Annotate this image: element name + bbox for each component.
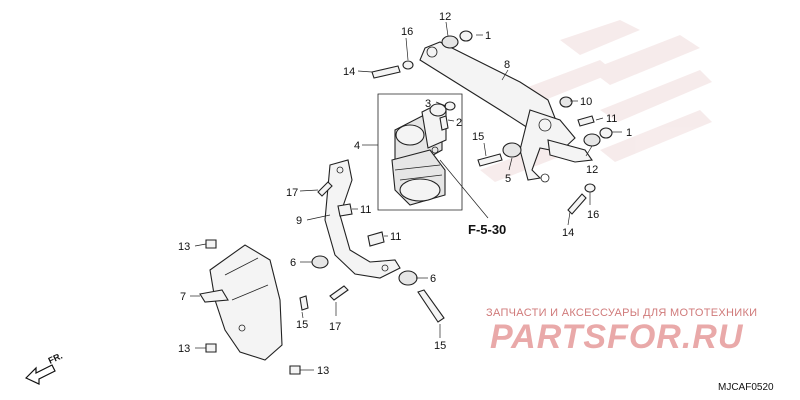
front-arrow-icon <box>24 364 56 385</box>
callout-12: 12 <box>586 164 598 176</box>
callout-4: 4 <box>354 140 360 152</box>
callouts: 1 1 2 3 4 5 6 6 7 8 9 10 11 11 11 12 12 … <box>178 11 632 377</box>
callout-16: 16 <box>401 26 413 38</box>
callout-15: 15 <box>296 319 308 331</box>
callout-11: 11 <box>390 231 401 243</box>
callout-2: 2 <box>456 117 462 129</box>
watermark-tagline: ЗАПЧАСТИ И АКСЕССУАРЫ ДЛЯ МОТОТЕХНИКИ <box>486 307 757 319</box>
callout-12: 12 <box>439 11 451 23</box>
callout-14: 14 <box>343 66 355 78</box>
callout-5: 5 <box>505 173 511 185</box>
cover-part-7 <box>199 244 283 361</box>
hardware <box>205 30 613 375</box>
callout-1: 1 <box>626 127 632 139</box>
callout-8: 8 <box>504 59 510 71</box>
callout-14: 14 <box>562 227 574 239</box>
callout-3: 3 <box>425 98 431 110</box>
callout-11: 11 <box>606 113 617 125</box>
callout-9: 9 <box>296 215 302 227</box>
callout-15: 15 <box>472 131 484 143</box>
callout-17: 17 <box>329 321 341 333</box>
diagram-code: MJCAF0520 <box>718 382 774 393</box>
callout-15: 15 <box>434 340 446 352</box>
callout-7: 7 <box>180 291 186 303</box>
figure-reference: F-5-30 <box>468 222 506 237</box>
callout-6: 6 <box>290 257 296 269</box>
callout-13: 13 <box>178 343 190 355</box>
callout-11: 11 <box>360 204 371 216</box>
actuator-assembly-part-4 <box>377 93 489 219</box>
callout-16: 16 <box>587 209 599 221</box>
watermark: ЗАПЧАСТИ И АКСЕССУАРЫ ДЛЯ МОТОТЕХНИКИ PA… <box>486 307 757 356</box>
callout-13: 13 <box>178 241 190 253</box>
stay-part-8 <box>419 41 593 183</box>
callout-10: 10 <box>580 96 592 108</box>
front-direction: FR. <box>24 351 64 385</box>
callout-6: 6 <box>430 273 436 285</box>
callout-13: 13 <box>317 365 329 377</box>
callout-1: 1 <box>485 30 491 42</box>
watermark-brand: PARTSFOR.RU <box>490 318 744 356</box>
callout-17: 17 <box>286 187 298 199</box>
bracket-part-9 <box>324 159 401 279</box>
front-label: FR. <box>47 351 64 366</box>
leader-lines <box>190 21 622 371</box>
